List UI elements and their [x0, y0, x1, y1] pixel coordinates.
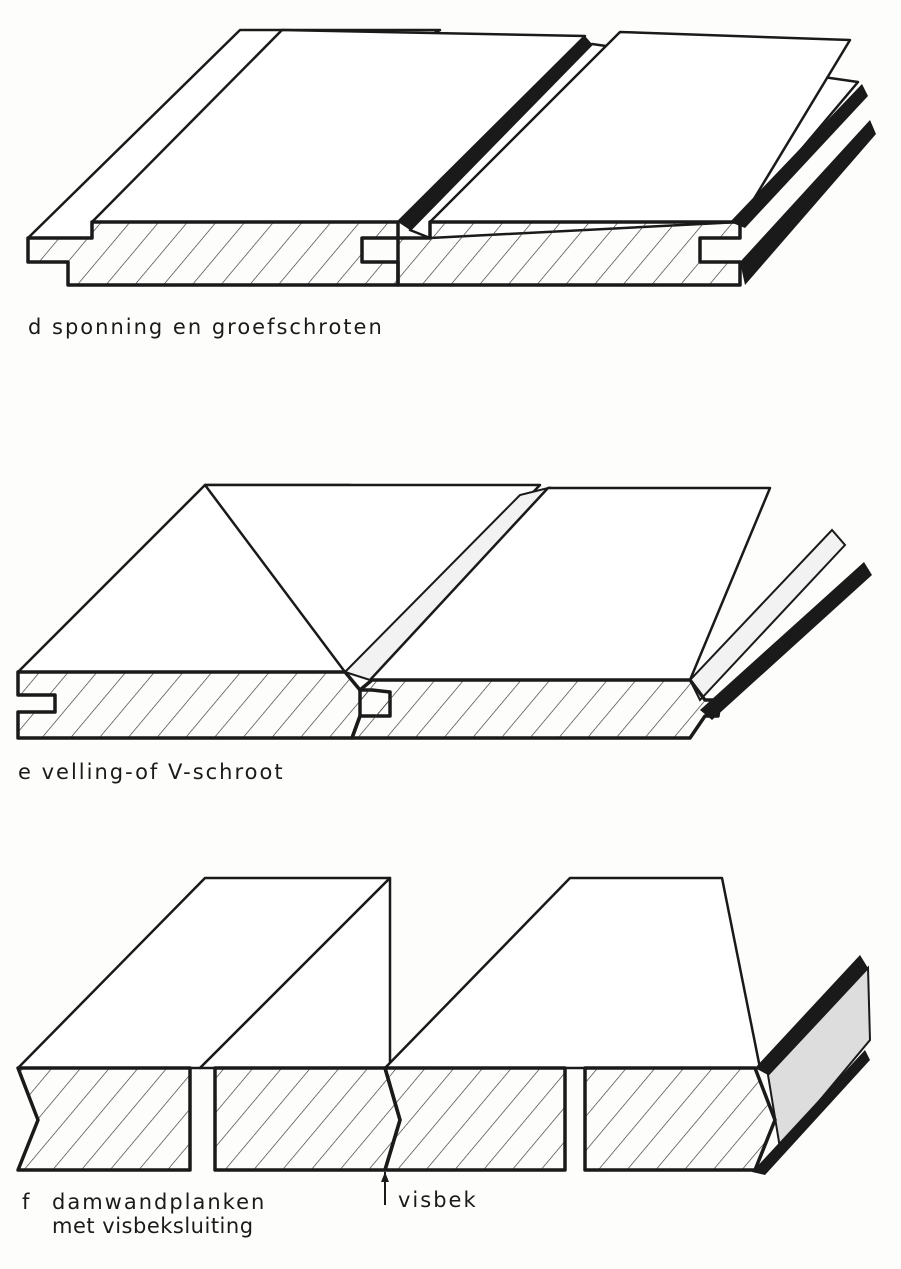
figure-f-title-line2: met visbeksluiting: [52, 1214, 254, 1238]
figure-f-letter: f: [22, 1190, 32, 1214]
section-board-2a: [383, 1066, 567, 1172]
section-board-1b: [213, 1066, 402, 1172]
figure-d-title: sponning en groefschroten: [52, 315, 384, 339]
figure-d-caption: d sponning en groefschroten: [28, 315, 384, 339]
section-board-2: [396, 220, 742, 287]
section-board-1: [26, 220, 400, 287]
figure-e-title: velling-of V-schroot: [41, 760, 285, 784]
section-board-2b: [583, 1066, 777, 1172]
figure-f-title: damwandplanken: [52, 1190, 267, 1214]
visbek-callout: visbek: [398, 1188, 478, 1212]
section-board-2: [350, 678, 722, 740]
figure-e-caption: e velling-of V-schroot: [18, 760, 285, 784]
figure-d-letter: d: [28, 315, 44, 339]
section-board-1: [16, 670, 392, 740]
figure-d-tongue-and-groove: [26, 28, 876, 287]
section-board-1a: [16, 1066, 192, 1172]
figure-f-tongued-sheet-piling: [16, 876, 872, 1205]
figure-e-letter: e: [18, 760, 33, 784]
figure-e-v-groove: [16, 483, 872, 740]
